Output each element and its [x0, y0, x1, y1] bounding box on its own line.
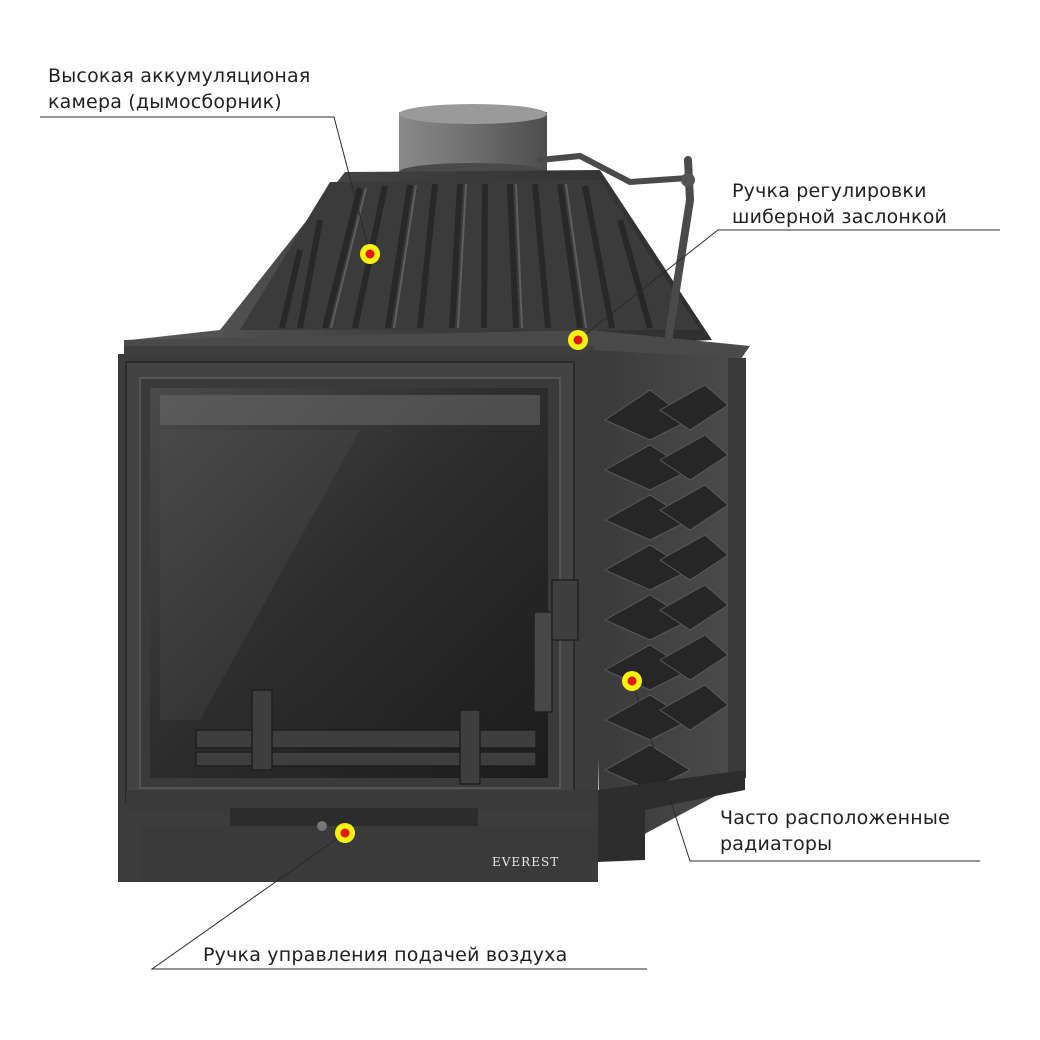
callout-chamber-line1: Высокая аккумуляционая	[48, 65, 311, 87]
leader-line-air	[150, 832, 647, 970]
door-handle	[533, 579, 579, 713]
leader-line-damper	[577, 229, 1000, 341]
brand-logo: EVEREST	[492, 855, 559, 869]
callout-air-label: Ручка управления подачей воздуха	[203, 942, 567, 968]
smoke-chamber	[130, 170, 712, 348]
leader-line-chamber	[40, 116, 371, 255]
marker-air	[335, 823, 355, 843]
callout-radiators-line1: Часто расположенные	[720, 807, 950, 829]
callout-damper-line1: Ручка регулировки	[732, 180, 927, 202]
marker-chamber	[360, 244, 380, 264]
flue-pipe	[399, 104, 547, 181]
callout-chamber-label: Высокая аккумуляционая камера (дымосборн…	[48, 63, 311, 115]
leader-line-radiators	[631, 680, 980, 862]
door-glass	[150, 388, 548, 778]
bottom-plinth	[126, 790, 598, 882]
damper-handle	[537, 152, 695, 346]
front-frame	[118, 354, 598, 882]
callout-radiators-label: Часто расположенные радиаторы	[720, 805, 950, 857]
side-radiator-panel	[590, 350, 746, 862]
callout-radiators-line2: радиаторы	[720, 833, 833, 855]
leader-lines	[40, 116, 1000, 970]
grate	[195, 689, 537, 785]
marker-damper	[568, 330, 588, 350]
marker-radiators	[622, 671, 642, 691]
callout-damper-line2: шиберной заслонкой	[732, 206, 948, 228]
callout-air-line1: Ручка управления подачей воздуха	[203, 944, 568, 966]
callout-chamber-line2: камера (дымосборник)	[48, 91, 282, 113]
callout-damper-label: Ручка регулировки шиберной заслонкой	[732, 178, 947, 230]
